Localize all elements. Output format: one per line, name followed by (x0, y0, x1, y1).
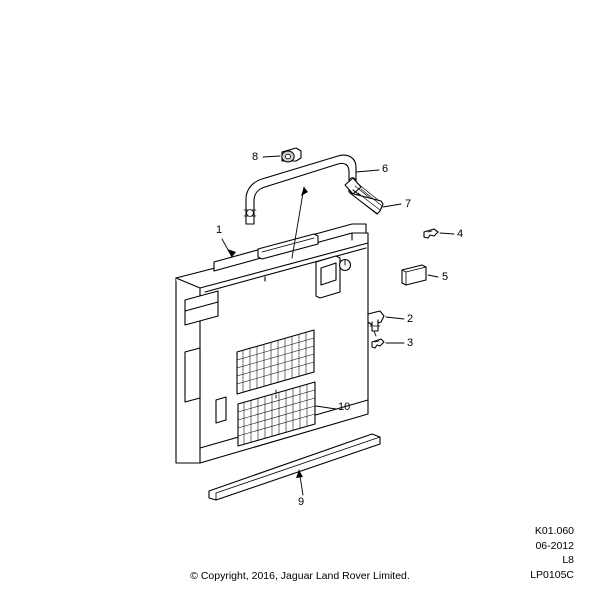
door-release-bezel (315, 255, 352, 299)
callout-2: 2 (407, 313, 414, 325)
drawing-part-reference: LP0105C (530, 568, 574, 581)
drawing-date: 06-2012 (535, 539, 574, 552)
drawing-meta: K01.060 06-2012 L8 LP0105C (530, 524, 574, 582)
callout-4: 4 (457, 228, 464, 240)
callout-1: 1 (216, 224, 223, 236)
trim-clip-4 (423, 228, 439, 239)
blanking-cover-5 (401, 264, 427, 286)
lower-trim-strip (208, 433, 381, 501)
callout-8: 8 (252, 151, 259, 163)
map-pocket-net-upper (236, 329, 315, 395)
callout-9: 9 (298, 496, 305, 508)
drawing-code: K01.060 (534, 525, 574, 537)
leader-lines (221, 155, 455, 496)
panel-handle-recess (257, 233, 319, 260)
grab-handle (243, 154, 357, 225)
callout-3: 3 (407, 337, 414, 349)
push-rivet-2 (367, 310, 385, 337)
handle-cap-plug (281, 147, 302, 163)
leader-arrowheads (227, 187, 308, 478)
callout-6: 6 (382, 163, 389, 175)
trim-clip-3 (371, 338, 385, 349)
callout-5: 5 (442, 271, 449, 283)
callout-7: 7 (405, 198, 412, 210)
map-pocket-net-lower (237, 381, 316, 447)
copyright-notice: © Copyright, 2016, Jaguar Land Rover Lim… (190, 570, 410, 582)
callout-10: 10 (338, 401, 351, 413)
screw-fixing (344, 177, 384, 215)
drawing-model: L8 (562, 554, 574, 566)
